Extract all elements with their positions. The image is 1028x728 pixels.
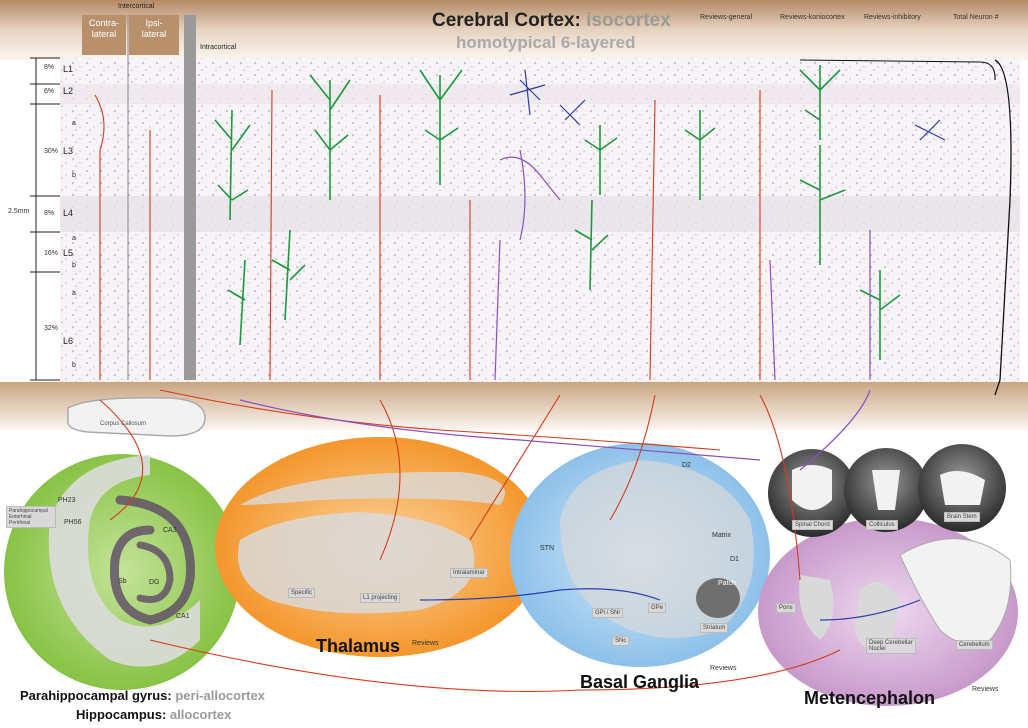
hippocampus-title: Hippocampus: allocortex bbox=[76, 707, 232, 722]
thalamus-title: Thalamus bbox=[316, 636, 401, 656]
layer4-label: L4 bbox=[63, 208, 74, 218]
layer3-sub-b: b bbox=[72, 172, 76, 179]
layer5-sub-a: a bbox=[72, 235, 76, 242]
layer6-percent: 32% bbox=[44, 325, 59, 332]
layer1-percent: 8% bbox=[44, 64, 55, 71]
page-title: Cerebral Cortex: isocortex bbox=[432, 10, 671, 31]
layer5-sub-b: b bbox=[72, 262, 76, 269]
patch-shape bbox=[696, 578, 740, 618]
layer3-sub-a: a bbox=[72, 120, 76, 127]
intercortical-label: Intercortical bbox=[118, 3, 155, 10]
inhibitory-neurons bbox=[509, 69, 946, 141]
dentate-gyrus bbox=[136, 541, 174, 603]
contralateral-header-box bbox=[82, 15, 126, 55]
corpus-callosum-shape bbox=[67, 396, 206, 437]
intracortical-divider bbox=[184, 15, 196, 380]
total-neuron-legend: Total Neuron # bbox=[953, 14, 999, 21]
reviews-koniocortex-legend: Reviews-koniocortex bbox=[780, 14, 845, 21]
basal-ganglia-reviews: Reviews bbox=[710, 665, 737, 672]
layer6-label: L6 bbox=[63, 336, 74, 346]
pyramidal-neurons bbox=[214, 65, 901, 360]
pons-label: Pons bbox=[776, 603, 796, 613]
ph23-label: PH23 bbox=[58, 497, 76, 504]
parahippocampal-title: Parahippocampal gyrus: peri-allocortex bbox=[20, 688, 265, 703]
page-subtitle: homotypical 6-layered bbox=[456, 33, 636, 52]
basal-ganglia-title: Basal Ganglia bbox=[580, 672, 700, 692]
top-black-axon bbox=[799, 59, 996, 81]
layer5-label: L5 bbox=[63, 248, 74, 258]
deep-nuclei-label: Deep Cerebellar Nuclei bbox=[866, 638, 916, 654]
contralateral-label: Contra- lateral bbox=[88, 18, 119, 39]
layer4-percent: 8% bbox=[44, 210, 55, 217]
thalamus-reviews: Reviews bbox=[412, 640, 439, 647]
gpi-snr-label: GPi / SNr bbox=[592, 608, 624, 618]
layer6-sub-b: b bbox=[72, 362, 76, 369]
metencephalon-reviews: Reviews bbox=[972, 686, 999, 693]
layer1-label: L1 bbox=[63, 64, 74, 74]
striatum-label: Striatum bbox=[700, 623, 729, 633]
layer2-label: L2 bbox=[63, 86, 74, 96]
snc-label: SNc bbox=[612, 636, 630, 646]
intralaminar-label: Intralaminar bbox=[450, 568, 488, 578]
purple-projections bbox=[239, 389, 871, 471]
entorhinal-label: Parahippocampal Entorhinal Perirhinal bbox=[6, 506, 56, 528]
layer5-percent: 16% bbox=[44, 250, 59, 257]
specific-nucleus-label: Specific bbox=[288, 588, 316, 598]
brain-stem-label: Brain Stem bbox=[944, 512, 980, 522]
ipsilateral-header-box bbox=[129, 15, 179, 55]
layer6-sub-a: a bbox=[72, 290, 76, 297]
ipsilateral-label: Ipsi- lateral bbox=[141, 18, 167, 39]
reviews-general-legend: Reviews-general bbox=[700, 14, 753, 21]
sb-label: Sb bbox=[118, 578, 127, 585]
blue-projections bbox=[419, 588, 921, 621]
l1-projecting-label: L1 projecting bbox=[360, 593, 401, 603]
ca3-label: CA3 bbox=[163, 527, 177, 534]
reviews-inhibitory-legend: Reviews-inhibitory bbox=[864, 14, 921, 21]
black-projection bbox=[994, 59, 1012, 396]
cortex-thickness: 2.5mm bbox=[8, 208, 30, 215]
ph56-label: PH56 bbox=[64, 519, 82, 526]
cerebellum-label: Cerebellum bbox=[956, 640, 993, 650]
d1-label: D1 bbox=[730, 556, 739, 563]
ca1-label: CA1 bbox=[176, 613, 190, 620]
modulatory-neurons bbox=[494, 149, 871, 381]
stn-label: STN bbox=[540, 545, 554, 552]
d2-label: D2 bbox=[682, 462, 691, 469]
matrix-label: Matrix bbox=[712, 532, 732, 539]
cornu-ammonis bbox=[109, 495, 195, 625]
dg-label: DG bbox=[149, 579, 160, 586]
colliculus-label: Colliculus bbox=[866, 520, 898, 530]
layer-ruler bbox=[30, 57, 60, 381]
patch-label: Patch bbox=[718, 580, 736, 587]
metencephalon-title: Metencephalon bbox=[804, 688, 936, 708]
intracortical-label: Intracortical bbox=[200, 44, 237, 51]
layer3-label: L3 bbox=[63, 146, 74, 156]
gpe-label: GPe bbox=[648, 603, 667, 613]
excitatory-axons bbox=[94, 89, 841, 692]
layer3-percent: 30% bbox=[44, 148, 59, 155]
corpus-callosum-label: Corpus Callosum bbox=[100, 421, 147, 427]
layer2-percent: 6% bbox=[44, 88, 55, 95]
spinal-chord-label: Spinal Chord bbox=[792, 520, 833, 530]
